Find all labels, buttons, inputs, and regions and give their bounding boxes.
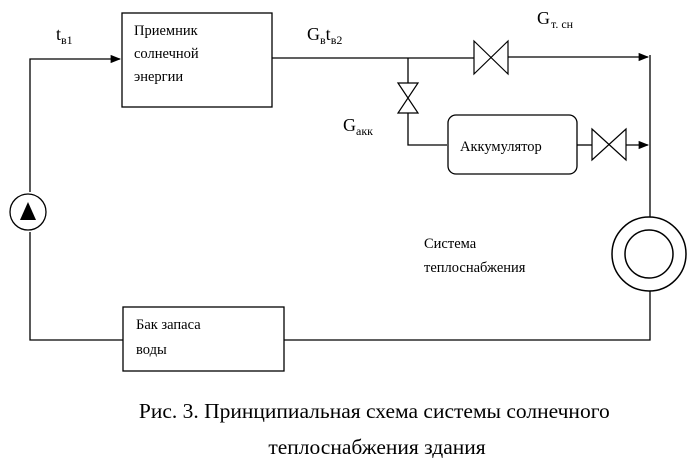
label-flow-out-t: t <box>326 24 331 44</box>
svg-text:Рис. 3. Принципиальная схема с: Рис. 3. Принципиальная схема системы сол… <box>139 399 615 459</box>
caption-line2: теплоснабжения здания <box>268 435 485 459</box>
label-t-in-main: t <box>56 24 61 44</box>
pipe-left <box>29 232 123 341</box>
accumulator-label: Аккумулятор <box>460 139 542 155</box>
collector-label-line2: солнечной <box>134 46 199 62</box>
label-flow-acc-sub: акк <box>356 124 373 138</box>
collector-box <box>121 12 273 108</box>
svg-text:Система теплоснабжения: Система теплоснабжения <box>424 236 526 276</box>
accumulator-box <box>447 114 578 175</box>
label-flow-direct-sub: т. сн <box>551 17 574 31</box>
tank-box <box>122 306 285 372</box>
valve-branch-icon <box>396 82 420 114</box>
collector-label-line1: Приемник <box>134 23 199 39</box>
label-flow-acc-main: G <box>343 115 356 135</box>
label-flow-direct: Gт. сн <box>537 8 574 31</box>
collector-label-line3: энергии <box>134 69 183 85</box>
label-flow-out-g: G <box>307 24 320 44</box>
label-flow-out-g-sub: в <box>320 33 326 47</box>
tank-label-line2: воды <box>136 342 167 358</box>
label-flow-out-t-sub: в2 <box>331 33 343 47</box>
caption-line1: Рис. 3. Принципиальная схема системы сол… <box>139 399 610 423</box>
pipe-branch-down-2 <box>407 113 447 146</box>
valve-direct-icon <box>473 39 509 76</box>
heating-system-label-line1: Система <box>424 236 477 252</box>
label-t-in-sub: в1 <box>61 33 73 47</box>
heat-consumer-icon <box>611 216 687 292</box>
pump-icon <box>9 193 47 231</box>
label-t-in: tв1 <box>56 24 73 47</box>
pipe-left-upper <box>29 54 122 192</box>
svg-text:Бак запаса воды: Бак запаса воды <box>136 317 204 358</box>
label-flow-direct-main: G <box>537 8 550 28</box>
label-flow-acc: Gакк <box>343 115 373 138</box>
pipe-right-bottom <box>284 290 651 341</box>
svg-text:Приемник солнечной эне: Приемник солнечной энергии <box>134 23 202 85</box>
valve-acc-out-icon <box>591 127 627 162</box>
heating-system-label-line2: теплоснабжения <box>424 260 526 276</box>
tank-label-line1: Бак запаса <box>136 317 201 333</box>
label-flow-out: Gвtв2 <box>307 24 342 47</box>
